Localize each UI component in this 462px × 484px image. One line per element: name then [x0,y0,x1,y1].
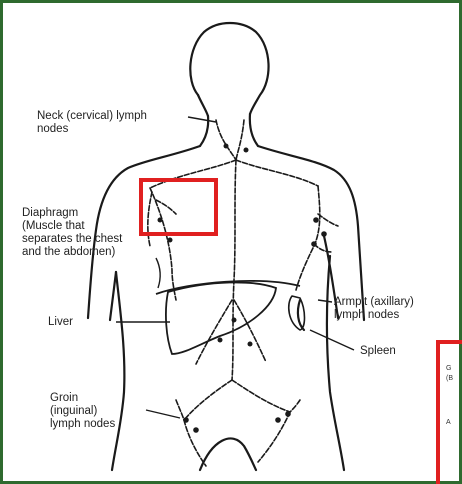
armpit-lymph-nodes-label: Armpit (axillary) lymph nodes [334,296,414,322]
liver-label: Liver [48,316,73,329]
groin-lymph-nodes-label: Groin (inguinal) lymph nodes [50,392,115,431]
body-outline [88,23,364,470]
cutoff-label-2: (B [446,372,453,385]
torso-right [327,256,344,470]
diaphragm-label: Diaphragm (Muscle that separates the che… [22,207,122,259]
spleen-label: Spleen [360,345,396,358]
lymph-vessels [148,120,338,466]
head-outline [190,23,268,114]
spleen-shape [289,296,305,330]
highlight-box [141,180,216,234]
torso-left [112,272,124,470]
cutoff-label-3: A [446,416,451,429]
neck-lymph-nodes-label: Neck (cervical) lymph nodes [37,110,147,136]
